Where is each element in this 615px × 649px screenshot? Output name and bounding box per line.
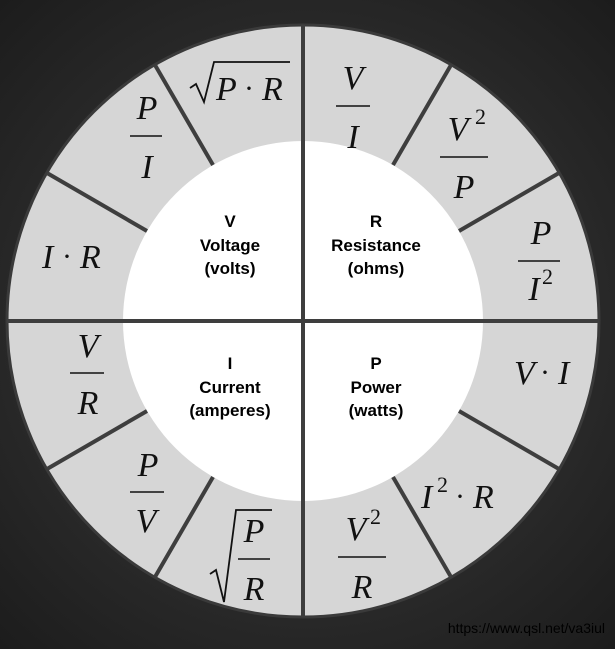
formula-i2-times-r: I 2 · R [420, 472, 494, 516]
voltage-unit: (volts) [205, 259, 256, 278]
svg-text:P: P [137, 447, 159, 484]
svg-text:·: · [455, 480, 465, 513]
quadrant-resistance: R Resistance (ohms) [331, 212, 421, 278]
formula-sqrt-p-over-r: P R [209, 509, 272, 608]
formula-sqrt-p-r: P · R [189, 61, 290, 108]
svg-text:P: P [530, 215, 552, 252]
svg-text:R: R [261, 71, 283, 108]
power-name: Power [350, 378, 401, 397]
resistance-name: Resistance [331, 236, 421, 255]
current-name: Current [199, 378, 261, 397]
resistance-symbol: R [370, 212, 382, 231]
voltage-symbol: V [224, 212, 236, 231]
svg-text:I: I [41, 239, 55, 276]
power-symbol: P [370, 354, 381, 373]
svg-text:P: P [453, 169, 475, 206]
svg-text:R: R [472, 479, 494, 516]
svg-text:2: 2 [475, 104, 486, 129]
svg-text:P: P [243, 513, 265, 550]
formula-p-over-i2: P I 2 [518, 215, 560, 308]
svg-text:R: R [243, 571, 265, 608]
svg-text:·: · [244, 72, 254, 105]
svg-text:R: R [351, 569, 373, 606]
svg-text:2: 2 [542, 264, 553, 289]
svg-text:I: I [420, 479, 434, 516]
sector-dividers [45, 63, 561, 579]
svg-text:P: P [215, 71, 237, 108]
svg-text:I: I [527, 271, 541, 308]
svg-text:R: R [79, 239, 101, 276]
svg-text:2: 2 [437, 472, 448, 497]
formula-i-times-r: I · R [41, 239, 101, 276]
quadrant-voltage: V Voltage (volts) [200, 212, 260, 278]
svg-text:P: P [136, 90, 158, 127]
voltage-name: Voltage [200, 236, 260, 255]
current-symbol: I [228, 354, 233, 373]
source-credit: https://www.qsl.net/va3iul [448, 620, 605, 636]
current-unit: (amperes) [189, 401, 270, 420]
formula-v-times-i: V · I [514, 355, 571, 392]
svg-text:2: 2 [370, 504, 381, 529]
formula-p-over-i-voltage: P I [130, 90, 162, 186]
quadrant-power: P Power (watts) [349, 354, 404, 420]
svg-text:·: · [540, 356, 550, 389]
svg-text:I: I [557, 355, 571, 392]
power-unit: (watts) [349, 401, 404, 420]
svg-text:I: I [140, 149, 154, 186]
resistance-unit: (ohms) [348, 259, 405, 278]
quadrant-current: I Current (amperes) [189, 354, 270, 420]
svg-text:R: R [77, 385, 99, 422]
svg-text:I: I [346, 119, 360, 156]
svg-text:·: · [62, 240, 72, 273]
